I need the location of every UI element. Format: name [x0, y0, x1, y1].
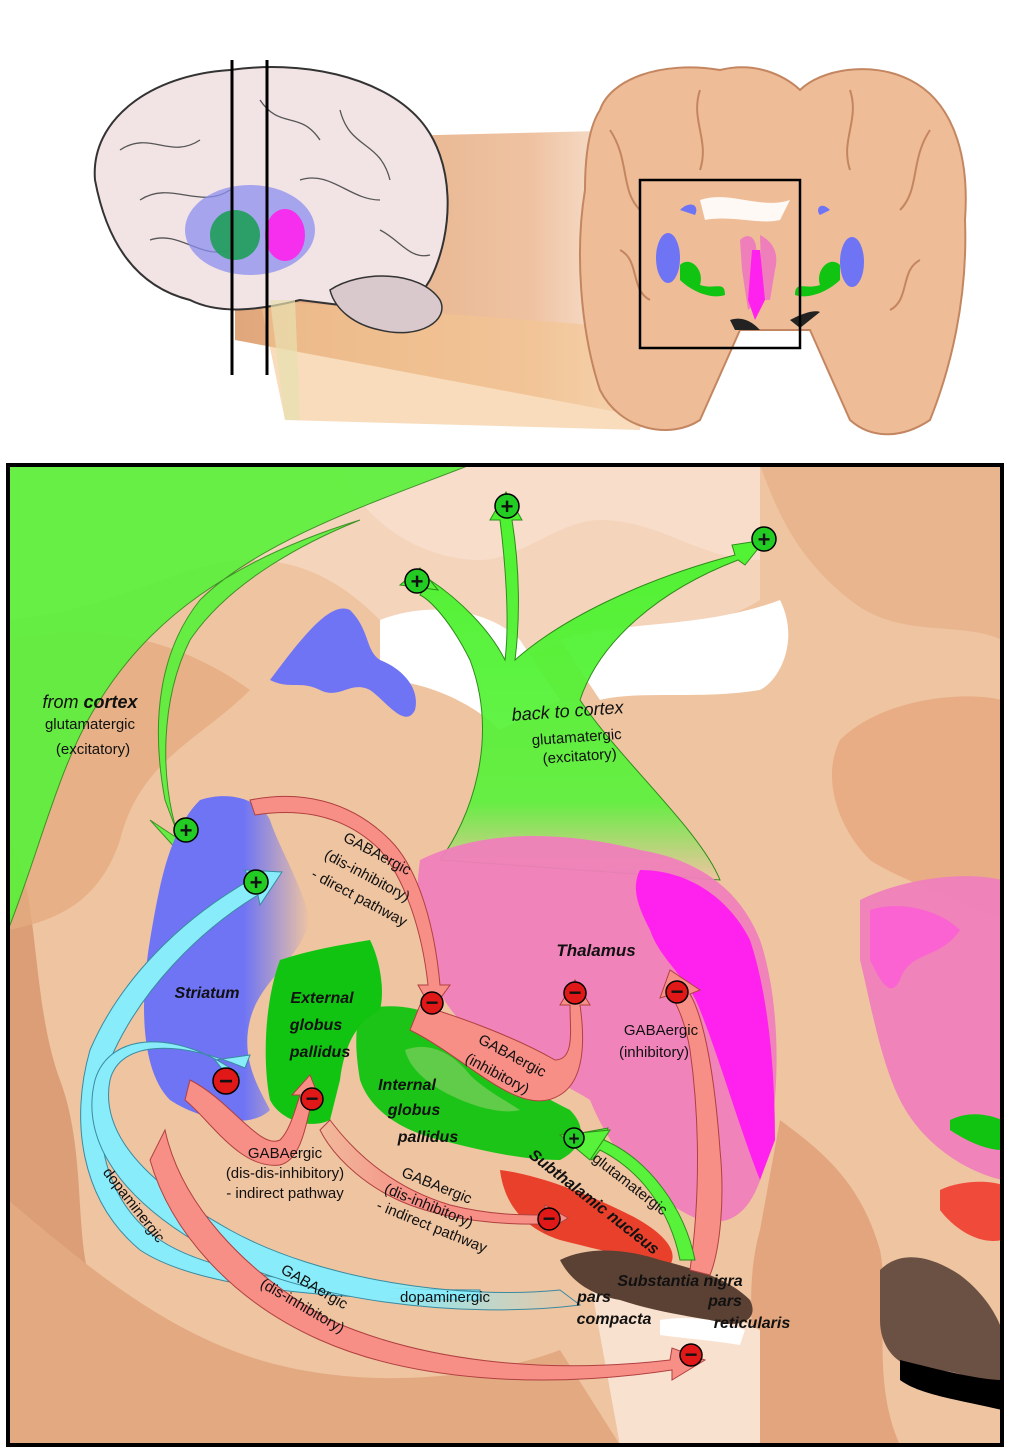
coronal-section [579, 66, 967, 436]
svg-text:−: − [219, 1068, 233, 1095]
back-to-cortex-arrow [419, 490, 767, 881]
substantia-nigra-label: Substantia nigra [617, 1273, 742, 1290]
back-to-cortex-effect: (excitatory) [542, 745, 617, 767]
brain-overview [93, 60, 967, 436]
pars-compacta-label-2: compacta [577, 1311, 652, 1328]
svg-text:+: + [411, 569, 424, 594]
external-gp-label-2: globus [289, 1017, 343, 1034]
lateral-ventricle [270, 608, 416, 717]
svg-text:−: − [306, 1086, 319, 1111]
svg-text:−: − [685, 1342, 698, 1367]
pars-compacta-label-1: pars [576, 1289, 611, 1306]
from-cortex-label: from cortex [42, 692, 138, 712]
snr-output-label-1: GABAergic [624, 1022, 699, 1039]
minus-marker: − [212, 1067, 240, 1095]
snr-back-to-striatum-arrow [149, 1128, 707, 1381]
svg-text:+: + [250, 870, 263, 895]
subthalamic-nucleus-region [500, 1170, 673, 1265]
projection-band-lower [260, 300, 660, 430]
svg-text:−: − [569, 980, 582, 1005]
minus-marker: − [300, 1086, 324, 1111]
pars-reticularis-label-2: reticularis [714, 1315, 791, 1332]
circuit-panel [8, 465, 1002, 1445]
striatum-label: Striatum [175, 985, 240, 1002]
minus-marker: − [537, 1206, 561, 1231]
external-gp-label-1: External [290, 990, 354, 1007]
indirect-pathway-1-label-3: - indirect pathway [226, 1185, 344, 1202]
indirect-pathway-1-label-1: GABAergic [248, 1145, 323, 1162]
dopaminergic-bottom-label: dopaminergic [400, 1289, 491, 1306]
snr-to-thalamus-arrow [659, 969, 723, 1276]
internal-gp-label-1: Internal [378, 1077, 436, 1094]
svg-text:+: + [758, 527, 771, 552]
plus-marker: + [494, 493, 520, 519]
external-gp-region [265, 940, 382, 1124]
minus-marker: − [679, 1342, 703, 1367]
external-gp-label-3: pallidus [289, 1044, 351, 1061]
substantia-nigra-region [560, 1250, 753, 1324]
svg-text:+: + [180, 818, 193, 843]
svg-text:+: + [501, 494, 514, 519]
minus-markers: − − − − − − − [212, 979, 703, 1367]
back-to-cortex-type: glutamatergic [531, 726, 623, 749]
plus-marker: + [751, 526, 777, 552]
plus-marker: + [404, 568, 430, 594]
minus-marker: − [420, 990, 444, 1015]
indirect-pathway-1-label-2: (dis-dis-inhibitory) [226, 1165, 344, 1182]
svg-text:+: + [568, 1129, 579, 1150]
snr-output-label-2: (inhibitory) [619, 1044, 689, 1061]
thalamus-label: Thalamus [556, 941, 635, 960]
thalamus-bright [635, 870, 775, 1180]
minus-marker: − [563, 980, 587, 1005]
panel-frame [6, 463, 1004, 1447]
dopaminergic-arrow-to-striatum [80, 869, 481, 1301]
plus-marker: + [173, 817, 199, 843]
zoom-box [638, 178, 802, 350]
internal-gp-label-3: pallidus [397, 1129, 459, 1146]
plus-marker: + [563, 1127, 585, 1150]
from-cortex-type: glutamatergic [45, 716, 136, 733]
from-cortex-arrow [8, 465, 471, 931]
from-cortex-effect: (excitatory) [56, 741, 130, 758]
minus-marker: − [665, 979, 689, 1004]
internal-gp-label-2: globus [387, 1102, 441, 1119]
gpi-to-thalamus-arrow [409, 979, 591, 1102]
svg-text:−: − [426, 990, 439, 1015]
lateral-brain [93, 60, 449, 420]
svg-text:−: − [543, 1206, 556, 1231]
plus-marker: + [243, 869, 269, 895]
svg-text:−: − [671, 979, 684, 1004]
pars-reticularis-label-1: pars [707, 1293, 742, 1310]
plus-markers: + + + + + + [173, 493, 777, 1150]
